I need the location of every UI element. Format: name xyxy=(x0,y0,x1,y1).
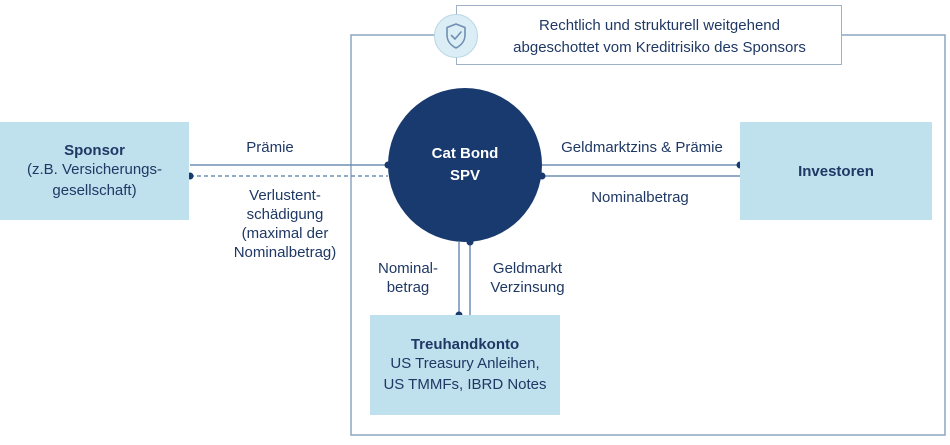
spv-line-2: SPV xyxy=(449,167,480,184)
investoren-box: Investoren xyxy=(740,122,932,220)
sponsor-title: Sponsor xyxy=(64,141,125,159)
verlust-line-1: Verlustent- xyxy=(249,187,321,204)
geldmarkt-line-2: Verzinsung xyxy=(490,279,565,296)
investoren-title: Investoren xyxy=(798,162,874,180)
nominal-line-1: Nominal- xyxy=(377,260,438,277)
nominalbetrag-label: Nominalbetrag xyxy=(591,189,689,206)
treuhand-box: Treuhandkonto US Treasury Anleihen, US T… xyxy=(370,315,560,415)
isolation-note: Rechtlich und strukturell weitgehend abg… xyxy=(456,5,842,65)
treuhand-line-1: US Treasury Anleihen, xyxy=(390,354,540,372)
treuhand-line-2: US TMMFs, IBRD Notes xyxy=(383,375,547,393)
sponsor-line-1: (z.B. Versicherungs- xyxy=(26,160,163,178)
verlust-line-2: schädigung xyxy=(246,206,324,223)
geldmarkt-line-1: Geldmarkt xyxy=(492,260,563,277)
nominal-line-2: betrag xyxy=(386,279,430,296)
isolation-frame xyxy=(350,34,946,436)
treuhand-title: Treuhandkonto xyxy=(410,335,520,353)
verlust-line-3: (maximal der xyxy=(241,225,329,242)
geldmarktzins-label: Geldmarktzins & Prämie xyxy=(561,139,723,156)
spv-line-1: Cat Bond xyxy=(431,145,499,162)
nominal-label: Nominal- betrag xyxy=(368,259,448,297)
note-line-1: Rechtlich und strukturell weitgehend xyxy=(539,17,780,34)
note-line-2: abgeschottet vom Kreditrisiko des Sponso… xyxy=(513,39,806,56)
geldmarkt-label: Geldmarkt Verzinsung xyxy=(480,259,575,297)
sponsor-line-2: gesellschaft) xyxy=(52,181,137,199)
sponsor-box: Sponsor (z.B. Versicherungs- gesellschaf… xyxy=(0,122,189,220)
verlust-label: Verlustent- schädigung (maximal der Nomi… xyxy=(205,186,365,262)
shield-check-icon xyxy=(434,14,478,58)
verlust-line-4: Nominalbetrag) xyxy=(233,244,337,261)
spv-circle: Cat Bond SPV xyxy=(388,88,542,242)
praemie-label: Prämie xyxy=(246,139,294,156)
